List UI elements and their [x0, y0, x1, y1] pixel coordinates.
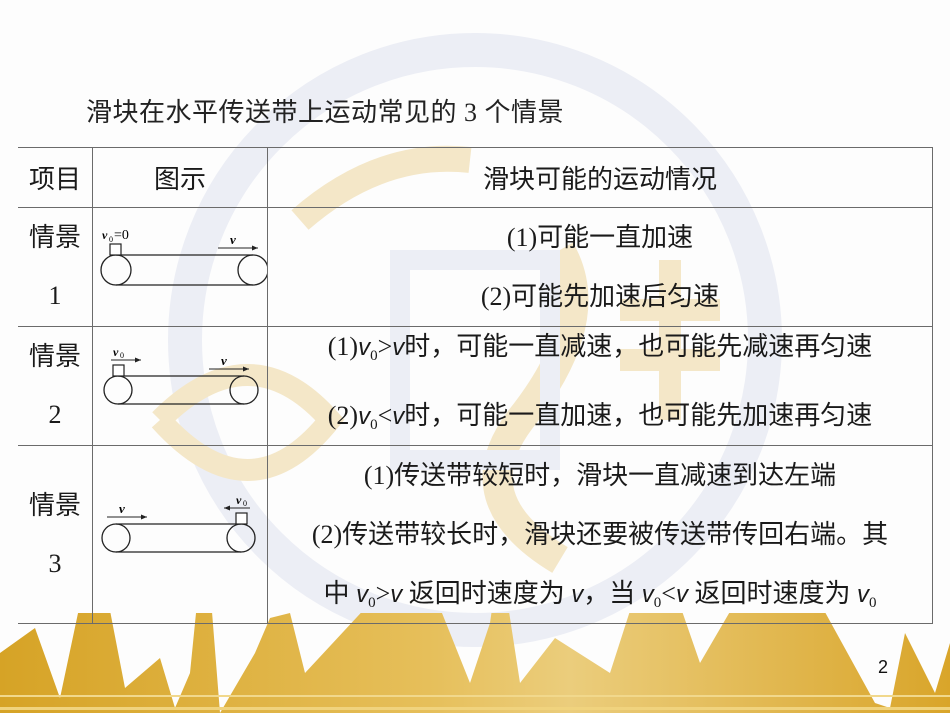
table-rule-header — [18, 207, 933, 208]
motion-line: (1)传送带较短时，滑块一直减速到达左端 — [363, 461, 837, 490]
figure-scenario-3: v 0 v — [93, 446, 267, 623]
svg-text:v: v — [230, 232, 236, 247]
figure-scenario-1: v 0 =0 v — [93, 208, 267, 326]
svg-text:0: 0 — [109, 235, 113, 244]
motion-scenario-3: (1)传送带较短时，滑块一直减速到达左端 (2)传送带较长时，滑块还要被传送带传… — [268, 446, 932, 623]
table-rule-top — [18, 147, 933, 148]
conveyor-belt-diagram: v 0 v — [101, 493, 256, 553]
motion-line: (2)可能先加速后匀速 — [480, 282, 720, 311]
conveyor-belt-diagram: v 0 v — [103, 345, 259, 405]
page-number: 2 — [878, 657, 889, 677]
header-motion-label: 滑块可能的运动情况 — [482, 164, 717, 194]
row-label-1: 情景 1 — [18, 208, 92, 326]
table-rule-row1 — [18, 326, 933, 327]
figure-scenario-2: v 0 v — [93, 327, 267, 445]
motion-line: (1)可能一直加速 — [506, 223, 694, 252]
row-label-number: 3 — [48, 548, 62, 578]
table-rule-bottom — [18, 623, 933, 624]
motion-line: (1)v0>v时，可能一直减速，也可能先减速再匀速 — [327, 332, 873, 364]
motion-line: (2)传送带较长时，滑块还要被传送带传回右端。其 — [311, 520, 889, 549]
table-col-divider-2 — [267, 147, 268, 624]
header-motion: 滑块可能的运动情况 — [268, 147, 932, 207]
slider-block — [109, 243, 122, 256]
table-rule-row2 — [18, 445, 933, 446]
motion-scenario-2: (1)v0>v时，可能一直减速，也可能先减速再匀速 (2)v0<v时，可能一直加… — [268, 327, 932, 445]
svg-text:v: v — [102, 228, 108, 242]
conveyor-belt-diagram: v 0 =0 v — [100, 228, 267, 286]
header-figure-label: 图示 — [153, 164, 206, 194]
row-label-text: 情景 — [28, 342, 81, 371]
slider-block — [112, 364, 125, 377]
slider-block — [235, 512, 248, 525]
table-col-divider-right — [932, 147, 933, 624]
svg-text:v: v — [236, 493, 242, 507]
row-label-text: 情景 — [28, 223, 81, 252]
header-figure: 图示 — [93, 147, 267, 207]
svg-text:0: 0 — [120, 351, 124, 360]
svg-text:0: 0 — [243, 499, 247, 508]
scenario-table: 项目 图示 滑块可能的运动情况 情景 1 v 0 =0 v (1)可能一直加速 … — [18, 147, 933, 624]
motion-line: (2)v0<v时，可能一直加速，也可能先加速再匀速 — [327, 401, 873, 433]
svg-text:=0: =0 — [114, 228, 129, 243]
header-item: 项目 — [18, 147, 92, 207]
row-label-text: 情景 — [28, 490, 81, 520]
header-item-label: 项目 — [28, 164, 81, 194]
motion-line: 中 v0>v 返回时速度为 v，当 v0<v 返回时速度为 v0 — [323, 579, 877, 611]
table-col-divider-1 — [92, 147, 93, 624]
svg-text:v: v — [221, 353, 227, 368]
row-label-3: 情景 3 — [18, 446, 92, 623]
row-label-number: 2 — [48, 400, 62, 429]
motion-scenario-1: (1)可能一直加速 (2)可能先加速后匀速 — [268, 208, 932, 326]
svg-text:v: v — [119, 501, 125, 516]
slide-title: 滑块在水平传送带上运动常见的 3 个情景 — [86, 98, 565, 127]
row-label-number: 1 — [48, 281, 62, 310]
row-label-2: 情景 2 — [18, 327, 92, 445]
svg-text:v: v — [113, 345, 119, 359]
